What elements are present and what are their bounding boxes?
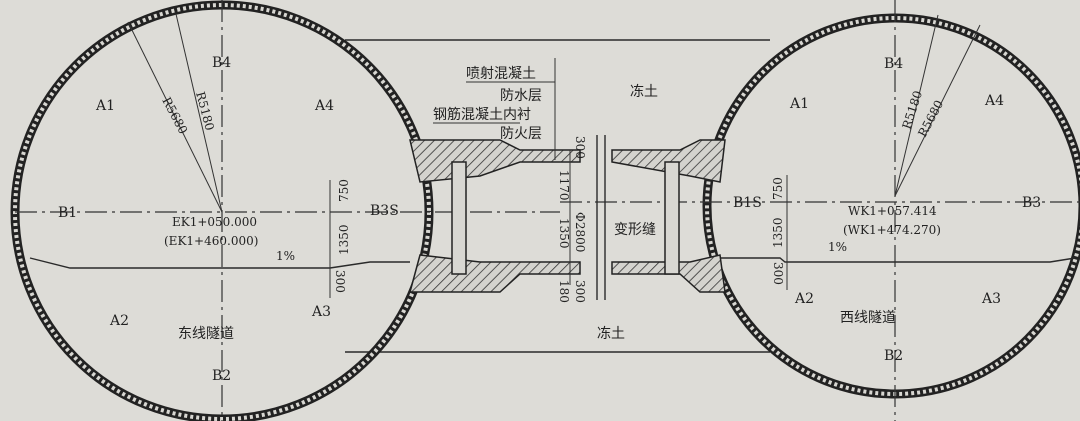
layer-shotcrete: 喷射混凝土 — [466, 66, 536, 82]
left-dim-middle: 1350 — [337, 224, 351, 255]
layer-rc-lining: 钢筋混凝土内衬 — [433, 106, 531, 123]
left-slope: 1% — [276, 249, 295, 263]
right-chainage: WK1+057.414 — [848, 204, 937, 218]
left-zone-a1: A1 — [95, 98, 115, 114]
layer-waterproof: 防水层 — [500, 88, 542, 104]
right-tunnel — [560, 0, 1080, 421]
layer-fireproof: 防火层 — [500, 126, 542, 142]
right-slope: 1% — [828, 240, 847, 254]
left-point-b1: B1 — [58, 205, 77, 221]
right-zone-a4: A4 — [984, 93, 1004, 109]
deformation-joint-label: 变形缝 — [614, 222, 656, 238]
left-radius-outer: R5680 — [159, 95, 190, 137]
left-chainage-alt: (EK1+460.000) — [164, 234, 258, 248]
right-zone-a2: A2 — [794, 291, 814, 307]
passage-dim-h1: 1170 — [557, 170, 571, 201]
passage-diameter: Φ2800 — [573, 212, 587, 252]
left-point-b3s: B3S — [370, 203, 399, 219]
right-point-b4: B4 — [884, 56, 903, 72]
right-point-b3: B3 — [1022, 195, 1041, 211]
left-zone-a2: A2 — [109, 313, 129, 329]
right-point-b2: B2 — [884, 348, 903, 364]
right-tunnel-name: 西线隧道 — [840, 310, 896, 326]
right-zone-a3: A3 — [981, 291, 1001, 307]
passage-dim-b2: 300 — [573, 280, 587, 303]
left-point-b2: B2 — [212, 368, 231, 384]
passage-dim-top: 300 — [573, 136, 587, 159]
right-chainage-alt: (WK1+474.270) — [843, 223, 941, 237]
right-zone-a1: A1 — [789, 96, 809, 112]
left-tunnel — [10, 0, 560, 421]
passage-dim-b1: 180 — [557, 280, 571, 303]
left-radius-inner: R5180 — [193, 90, 217, 132]
soil-top-label: 冻土 — [630, 83, 658, 100]
left-dim-lower: 300 — [333, 270, 347, 293]
right-point-b1s: B1S — [733, 195, 762, 211]
left-chainage: EK1+050.000 — [172, 215, 257, 229]
left-point-b4: B4 — [212, 55, 231, 71]
left-zone-a3: A3 — [311, 304, 331, 320]
left-tunnel-name: 东线隧道 — [178, 326, 234, 342]
soil-bottom-label: 冻土 — [597, 325, 625, 342]
passage-dim-h2: 1350 — [557, 218, 571, 249]
right-dim-lower: 300 — [771, 262, 785, 285]
cross-passage — [409, 58, 726, 300]
left-dim-upper: 750 — [337, 179, 351, 202]
right-dim-upper: 750 — [771, 177, 785, 200]
left-zone-a4: A4 — [314, 98, 334, 114]
right-dim-middle: 1350 — [771, 217, 785, 248]
